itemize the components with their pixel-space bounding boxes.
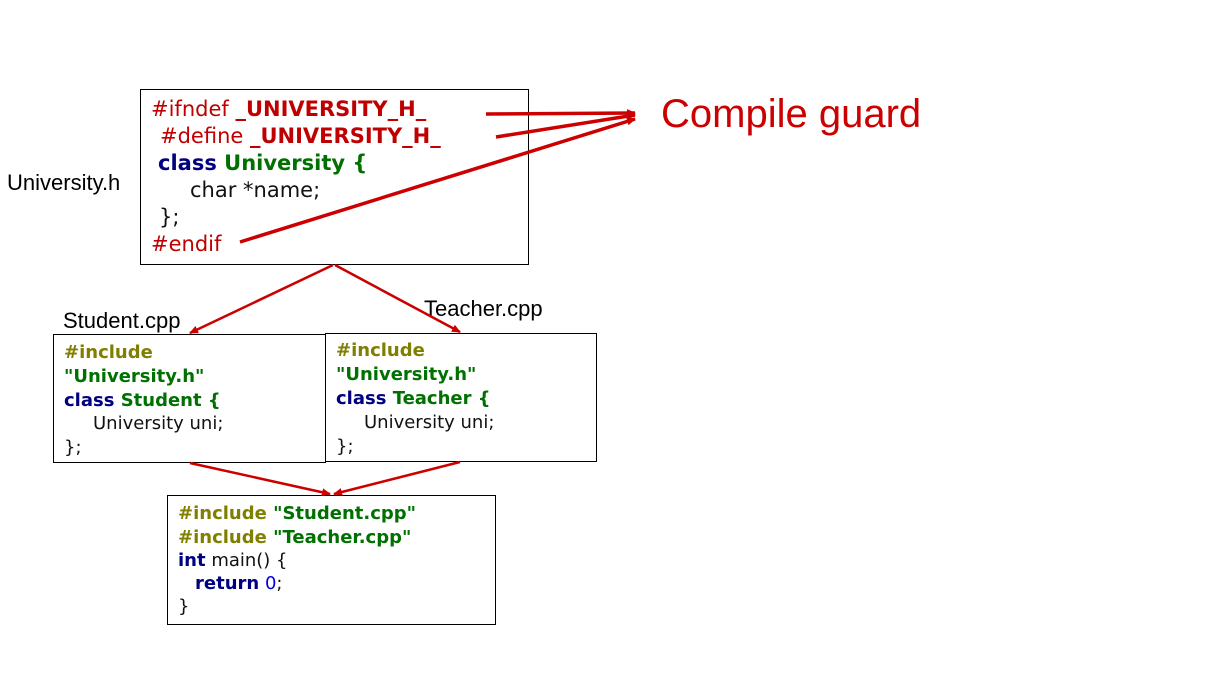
return-keyword: return bbox=[195, 573, 260, 594]
class-student-line: class Student { bbox=[64, 392, 221, 410]
return-line: return 0; bbox=[195, 575, 282, 593]
student-cpp-code-box: #include "University.h" class Student { … bbox=[53, 334, 326, 463]
include-file-student: "Student.cpp" bbox=[273, 503, 417, 524]
arrow-student-cpp-to-main bbox=[189, 461, 331, 497]
main-close-line: } bbox=[178, 596, 190, 617]
return-semicolon: ; bbox=[276, 573, 283, 594]
class-name-student: Student { bbox=[120, 390, 221, 411]
university-h-label: University.h bbox=[7, 170, 121, 195]
include-keyword: #include bbox=[336, 340, 425, 361]
ifndef-line: #ifndef _UNIVERSITY_H_ bbox=[151, 99, 426, 120]
include-file: "University.h" bbox=[64, 366, 205, 387]
class-university-line: class University { bbox=[158, 153, 367, 174]
include-file: "University.h" bbox=[336, 364, 477, 385]
member-name-line: char *name; bbox=[190, 178, 321, 202]
include-keyword: #include bbox=[178, 527, 274, 548]
define-keyword: #define bbox=[160, 124, 250, 148]
include-file-teacher: "Teacher.cpp" bbox=[273, 527, 412, 548]
guard-macro-define: _UNIVERSITY_H_ bbox=[249, 124, 441, 148]
class-close-line: }; bbox=[159, 205, 180, 229]
student-cpp-label: Student.cpp bbox=[63, 308, 181, 333]
ifndef-keyword: #ifndef bbox=[151, 97, 236, 121]
class-teacher-line: class Teacher { bbox=[336, 390, 491, 408]
arrow-teacher-cpp-to-main bbox=[333, 460, 461, 496]
arrow-university-h-to-student-cpp bbox=[189, 263, 334, 335]
university-h-code-box: #ifndef _UNIVERSITY_H_ #define _UNIVERSI… bbox=[140, 89, 529, 265]
endif-line: #endif bbox=[151, 232, 222, 256]
compile-guard-label: Compile guard bbox=[661, 92, 922, 136]
include-student-line: #include "Student.cpp" bbox=[178, 505, 416, 523]
class-close-line: }; bbox=[64, 437, 82, 458]
include-keyword: #include bbox=[178, 503, 274, 524]
include-teacher-line: #include "Teacher.cpp" bbox=[178, 529, 411, 547]
main-signature-line: int main() { bbox=[178, 552, 288, 570]
member-uni-line: University uni; bbox=[93, 413, 224, 434]
int-keyword: int bbox=[178, 550, 206, 571]
class-name-university: University { bbox=[224, 151, 368, 175]
teacher-cpp-label: Teacher.cpp bbox=[424, 296, 543, 321]
main-signature: main() { bbox=[205, 550, 288, 571]
class-keyword: class bbox=[336, 388, 393, 409]
class-keyword: class bbox=[64, 390, 121, 411]
class-keyword: class bbox=[158, 151, 225, 175]
class-close-line: }; bbox=[336, 436, 354, 457]
define-line: #define _UNIVERSITY_H_ bbox=[160, 126, 441, 147]
member-uni-line: University uni; bbox=[364, 412, 495, 433]
teacher-cpp-code-box: #include "University.h" class Teacher { … bbox=[325, 333, 597, 462]
guard-macro-ifndef: _UNIVERSITY_H_ bbox=[235, 97, 427, 121]
return-value: 0 bbox=[264, 573, 277, 594]
class-name-teacher: Teacher { bbox=[392, 388, 491, 409]
include-keyword: #include bbox=[64, 342, 153, 363]
main-code-box: #include "Student.cpp" #include "Teacher… bbox=[167, 495, 496, 625]
